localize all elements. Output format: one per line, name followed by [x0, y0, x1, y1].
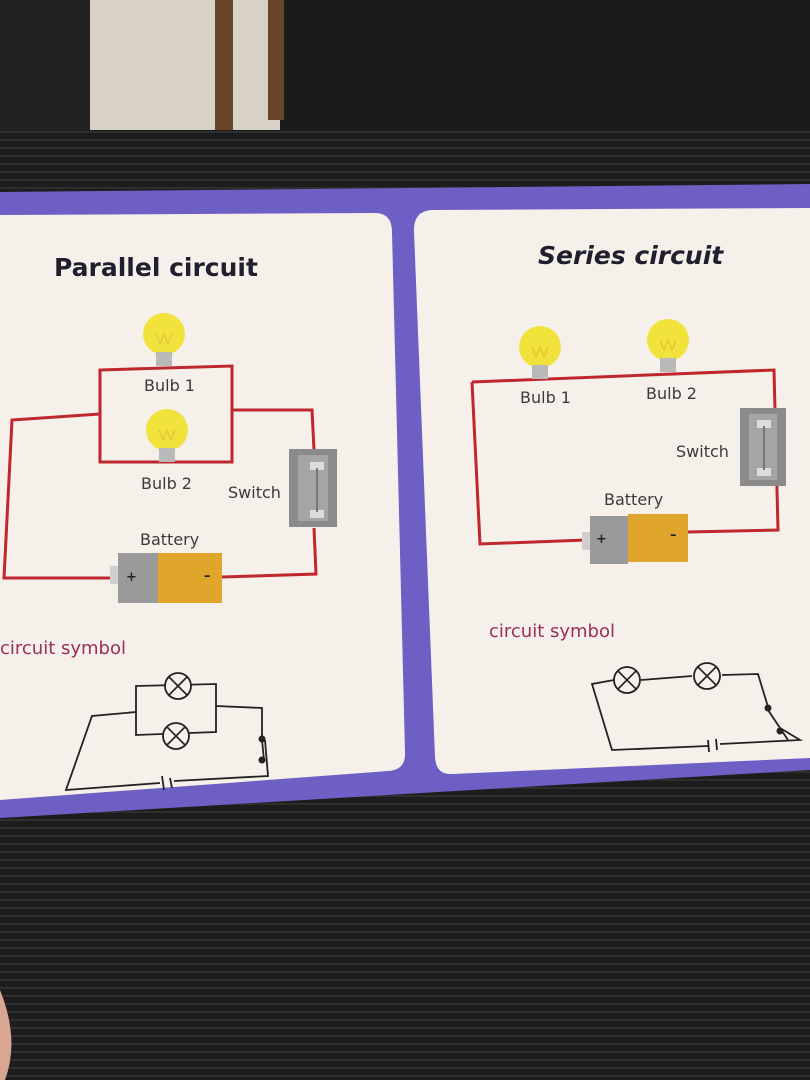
series-battery — [582, 514, 688, 564]
parallel-switch — [289, 449, 337, 527]
parallel-symbol-switch-dot-2 — [258, 756, 266, 764]
parallel-bulb-2 — [146, 409, 188, 462]
series-symbol-switch-dot-1 — [764, 704, 772, 712]
series-battery-label: Battery — [604, 490, 664, 509]
series-battery-minus: – — [670, 528, 677, 543]
parallel-symbol-switch-dot-1 — [258, 735, 266, 743]
series-bulb-1 — [519, 326, 561, 379]
parallel-wires — [2, 364, 318, 580]
series-symbol-switch-dot-2 — [776, 727, 784, 735]
series-symbol-lamp-crosses — [617, 666, 717, 690]
parallel-circuit-symbol — [64, 683, 269, 791]
series-bulb-1-label: Bulb 1 — [520, 388, 571, 407]
parallel-symbol-label: circuit symbol — [0, 638, 126, 659]
series-switch-label: Switch — [676, 442, 729, 461]
chair-back — [280, 0, 810, 150]
parallel-switch-label: Switch — [228, 483, 281, 502]
hand — [0, 990, 12, 1080]
chair-leg-right — [268, 0, 284, 120]
parallel-battery-minus: – — [204, 569, 211, 584]
series-battery-plus: + — [596, 532, 607, 547]
parallel-title: Parallel circuit — [54, 253, 258, 282]
series-title: Series circuit — [538, 241, 724, 270]
chair-leg-left — [215, 0, 233, 130]
series-circuit-symbol — [590, 673, 804, 753]
parallel-battery-plus: + — [126, 570, 137, 585]
parallel-bulb-1 — [143, 313, 185, 366]
parallel-battery-label: Battery — [140, 530, 200, 549]
parallel-battery — [110, 553, 222, 603]
right-panel — [413, 208, 810, 775]
parallel-bulb-1-label: Bulb 1 — [144, 376, 195, 395]
series-symbol-label: circuit symbol — [489, 621, 615, 642]
series-bulb-2-label: Bulb 2 — [646, 384, 697, 403]
series-switch — [740, 408, 786, 486]
left-panel — [0, 213, 406, 800]
parallel-symbol-lamp-crosses — [166, 676, 188, 746]
series-bulb-2 — [647, 319, 689, 372]
parallel-bulb-2-label: Bulb 2 — [141, 474, 192, 493]
